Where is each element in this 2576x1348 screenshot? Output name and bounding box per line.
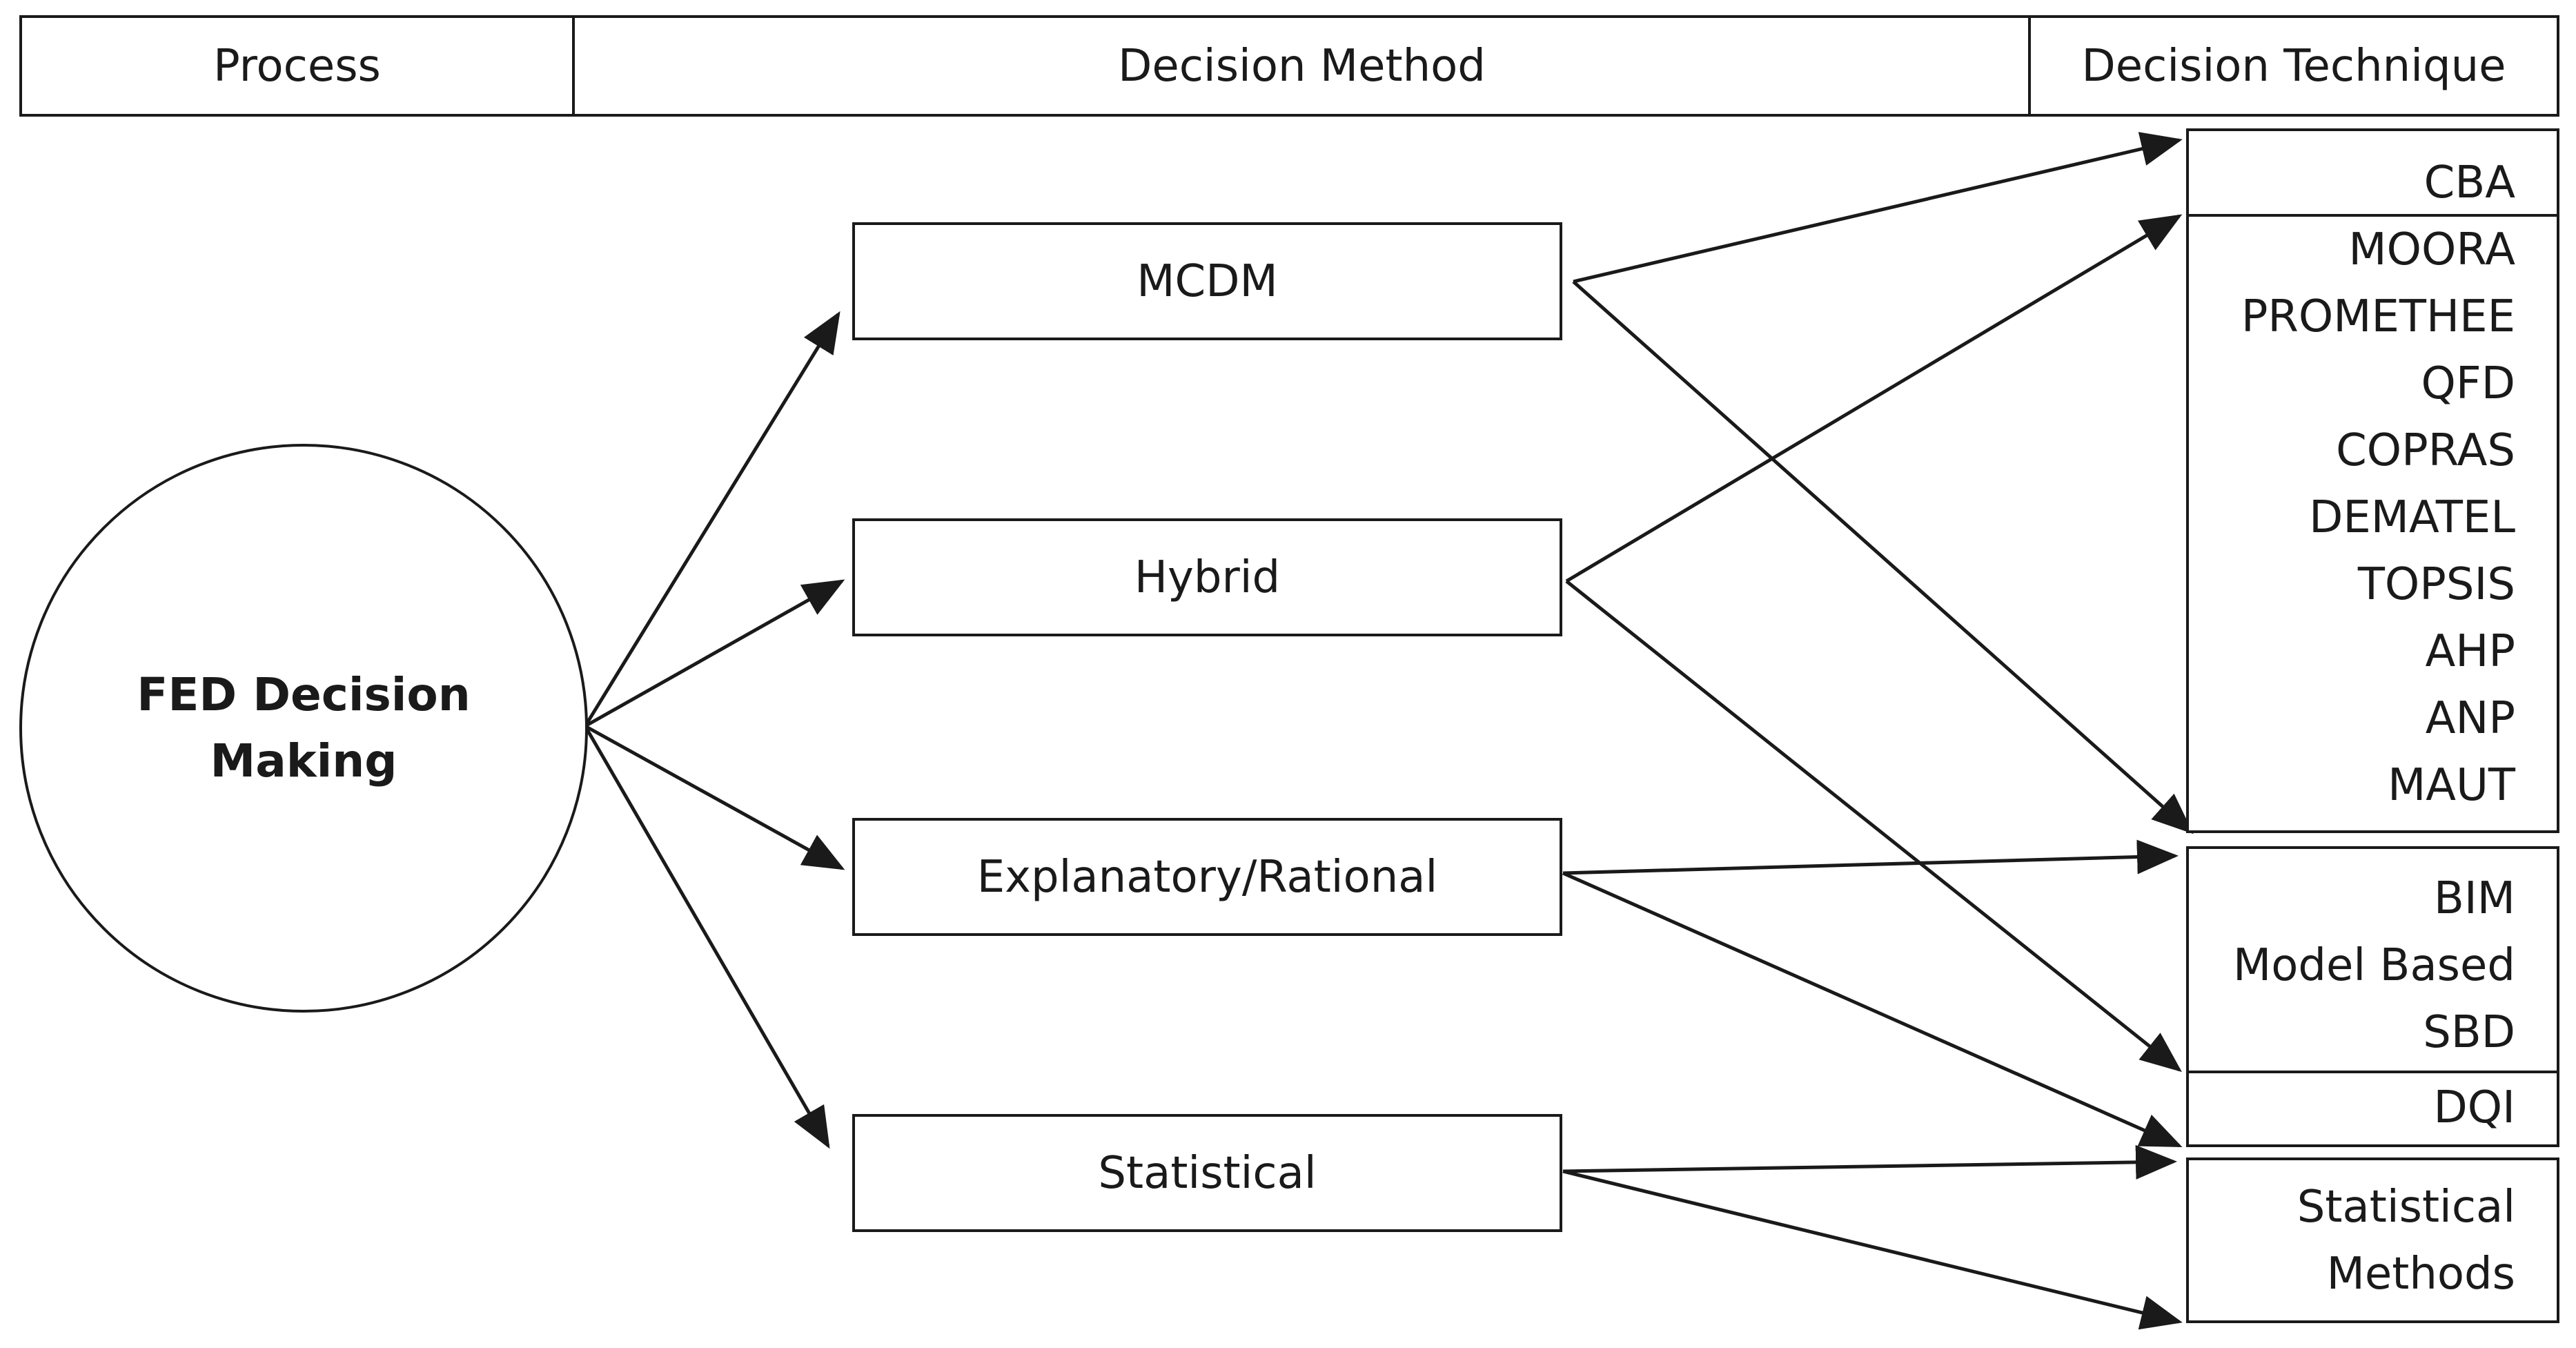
process-node-line2: Making — [210, 734, 397, 788]
technique-item: Model Based — [2233, 940, 2515, 991]
arrow-statistical-to-group2 — [1562, 1144, 2177, 1180]
method-hybrid-label: Hybrid — [1134, 551, 1281, 603]
technique-item: MAUT — [2388, 760, 2515, 811]
technique-item: AHP — [2425, 626, 2516, 677]
technique-group-model: BIM Model Based SBD DQI — [2186, 846, 2559, 1147]
process-node-fed-decision-making: FED Decision Making — [19, 444, 588, 1013]
technique-item: ANP — [2425, 693, 2515, 744]
arrow-explanatory-to-group2 — [1562, 839, 2179, 875]
technique-group-mcdm: CBA MOORA PROMETHEE QFD COPRAS DEMATEL T… — [2186, 128, 2559, 833]
arrow-process-to-hybrid — [584, 579, 845, 728]
technique-item: PROMETHEE — [2241, 291, 2515, 342]
technique-statistical-line2: Methods — [2326, 1249, 2515, 1300]
arrow-mcdm-to-cba — [1573, 132, 2183, 284]
arrow-mcdm-to-group1 — [1572, 280, 2194, 834]
technique-item: SBD — [2423, 1007, 2515, 1058]
method-explanatory-rational: Explanatory/Rational — [852, 818, 1562, 936]
method-statistical: Statistical — [852, 1114, 1562, 1232]
arrow-process-to-mcdm — [583, 311, 840, 727]
technique-item: TOPSIS — [2357, 559, 2515, 610]
arrow-process-to-explanatory — [584, 724, 845, 870]
technique-group-statistical: Statistical Methods — [2186, 1157, 2559, 1323]
technique-statistical-line1: Statistical — [2297, 1182, 2515, 1233]
header-technique-label: Decision Technique — [2081, 40, 2506, 92]
technique-divider — [2189, 214, 2557, 217]
technique-dqi: DQI — [2433, 1082, 2515, 1133]
technique-item: COPRAS — [2336, 425, 2515, 476]
header-decision-technique: Decision Technique — [2028, 15, 2559, 117]
header-process: Process — [19, 15, 575, 117]
header-process-label: Process — [213, 40, 381, 92]
technique-item: DEMATEL — [2309, 492, 2515, 543]
technique-divider — [2189, 1071, 2557, 1073]
technique-item: MOORA — [2348, 224, 2515, 275]
arrow-explanatory-to-dqi — [1562, 871, 2183, 1148]
arrow-hybrid-to-group2 — [1565, 580, 2182, 1073]
method-mcdm-label: MCDM — [1137, 255, 1278, 307]
technique-cba: CBA — [2423, 157, 2515, 208]
method-explanatory-label: Explanatory/Rational — [976, 851, 1438, 903]
process-node-line1: FED Decision — [137, 668, 471, 721]
arrow-hybrid-to-group1 — [1565, 214, 2183, 583]
arrow-statistical-to-group3 — [1562, 1169, 2183, 1330]
header-method-label: Decision Method — [1118, 40, 1486, 92]
technique-item: BIM — [2434, 873, 2515, 924]
method-statistical-label: Statistical — [1098, 1147, 1317, 1199]
method-hybrid: Hybrid — [852, 518, 1562, 636]
technique-item: QFD — [2421, 358, 2515, 409]
header-decision-method: Decision Method — [572, 15, 2032, 117]
method-mcdm: MCDM — [852, 222, 1562, 340]
arrow-process-to-statistical — [583, 725, 830, 1149]
